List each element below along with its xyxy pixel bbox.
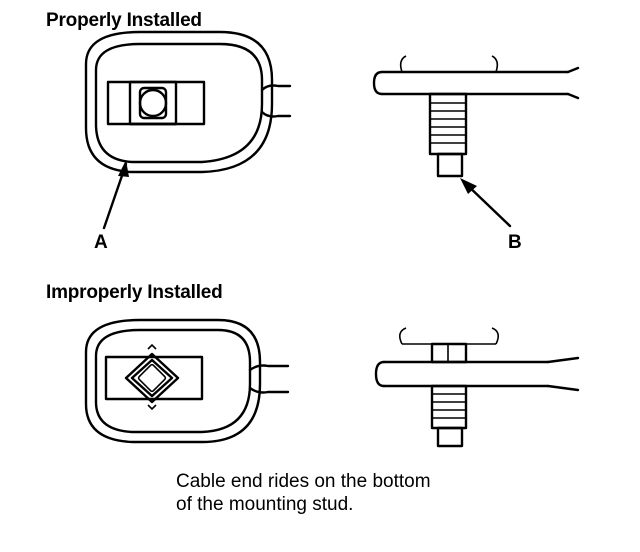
improper-cable-end-side-view (374, 327, 580, 392)
improper-stud-slot (104, 343, 204, 411)
proper-cable-end-top-view (84, 30, 292, 174)
caption-line-1: Cable end rides on the bottom (176, 471, 431, 492)
caption-line-2: of the mounting stud. (176, 494, 354, 515)
leader-arrow-a (102, 160, 129, 230)
proper-stud-slot (106, 80, 206, 126)
heading-properly-installed: Properly Installed (46, 10, 202, 31)
improper-cable-end-top-view (84, 318, 290, 444)
callout-b: B (508, 232, 522, 253)
callout-a: A (94, 232, 108, 253)
proper-cable-end-side-view (372, 55, 580, 100)
heading-improperly-installed: Improperly Installed (46, 282, 223, 303)
improper-stud-side (430, 342, 468, 448)
leader-arrow-b (460, 178, 512, 228)
proper-stud-side (428, 92, 468, 178)
